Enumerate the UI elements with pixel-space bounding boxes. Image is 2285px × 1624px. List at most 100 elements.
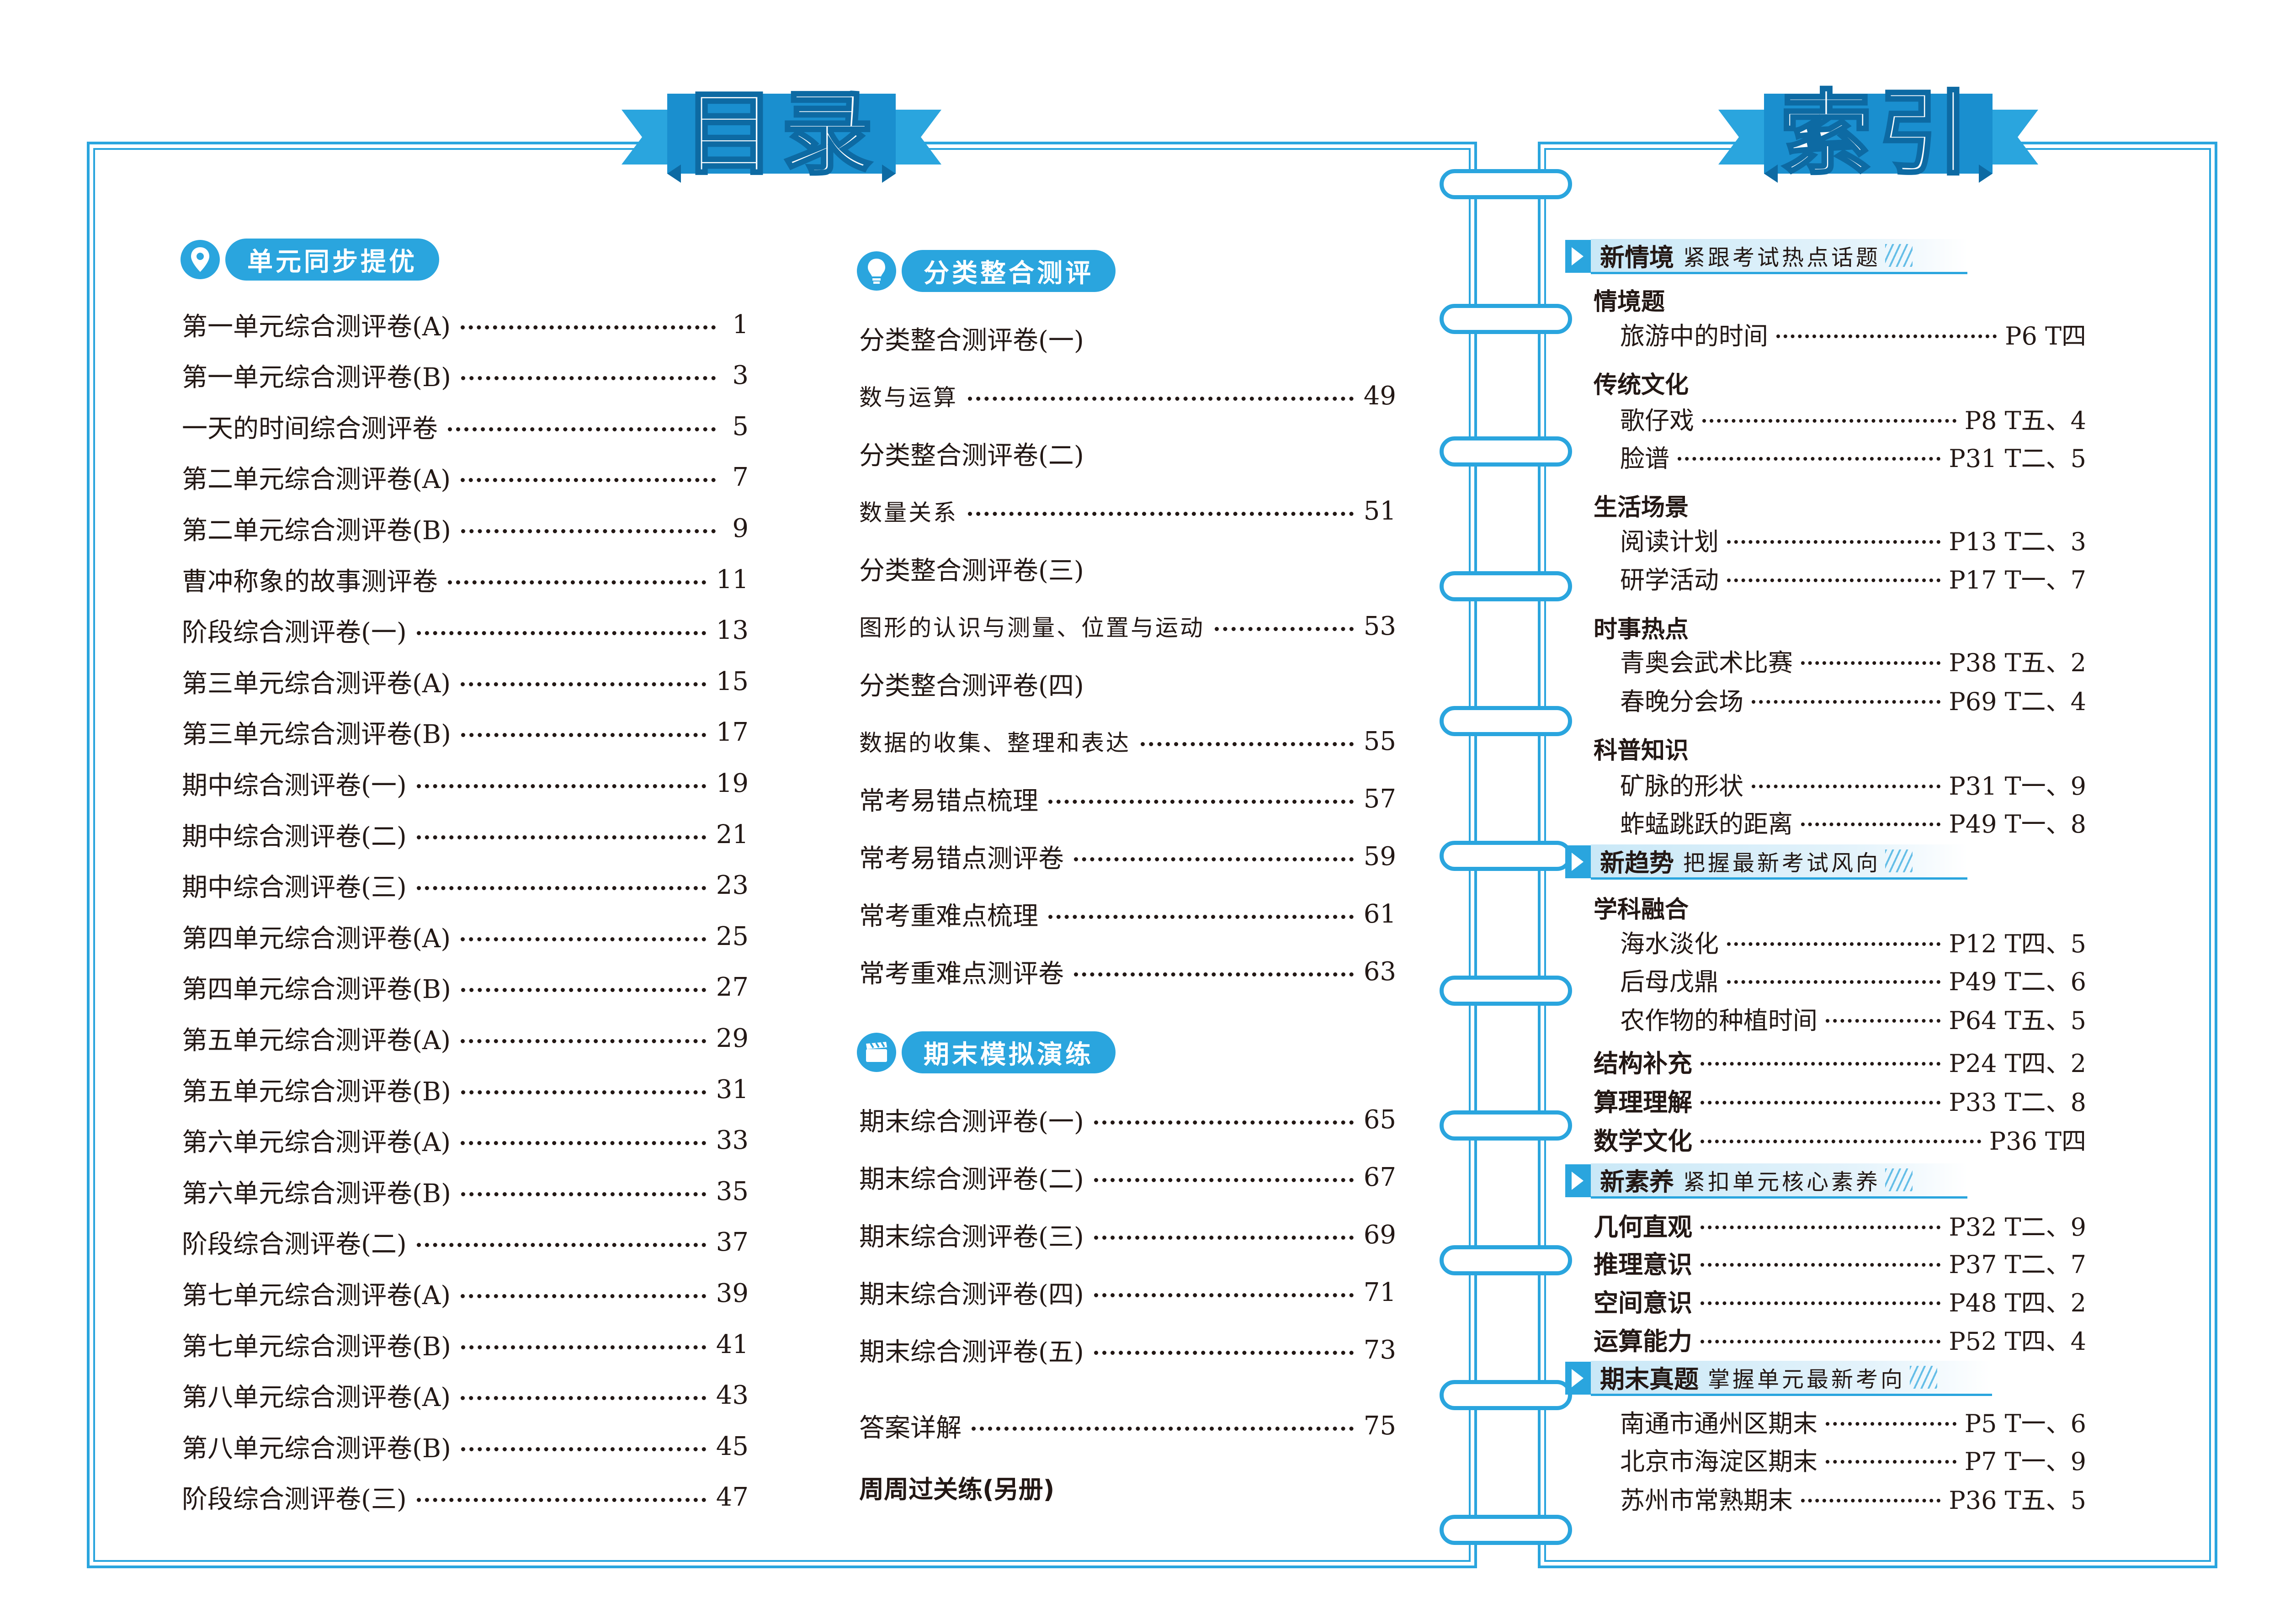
dot-leader [1094,1120,1354,1125]
toc-row-title: 第四单元综合测评卷(A) [182,923,451,954]
index-banner-title: 索引 [1779,80,1976,189]
dot-leader [1048,799,1354,804]
section-classify-label: 分类整合测评 [902,250,1116,292]
toc-row[interactable]: 期末综合测评卷(三)69 [859,1216,1396,1253]
toc-row[interactable]: 期末综合测评卷(四)71 [859,1274,1396,1311]
index-row-page: P36 T五、5 [1949,1486,2086,1515]
toc-row[interactable]: 阶段综合测评卷(三)47 [182,1479,749,1516]
toc-row[interactable]: 第八单元综合测评卷(A)43 [182,1377,749,1414]
toc-row[interactable]: 第七单元综合测评卷(B)41 [182,1326,749,1363]
toc-row[interactable]: 第二单元综合测评卷(A)7 [182,459,749,496]
binding-ring [1440,1380,1572,1410]
toc-row[interactable]: 期末综合测评卷(一)65 [859,1101,1396,1138]
index-row-page: P49 T一、8 [1949,809,2086,839]
toc-row[interactable]: 期中综合测评卷(三)23 [182,867,749,904]
toc-weekly[interactable]: 周周过关练(另册) [859,1475,1055,1504]
toc-row-title: 第二单元综合测评卷(B) [182,515,451,546]
toc-row[interactable]: 第五单元综合测评卷(A)29 [182,1020,749,1056]
index-band-subtitle: 紧扣单元核心素养 [1683,1169,1881,1195]
index-row-page: P24 T四、2 [1949,1049,2086,1078]
toc-row[interactable]: 第一单元综合测评卷(B)3 [182,357,749,394]
toc-row[interactable]: 期中综合测评卷(一)19 [182,765,749,801]
toc-row[interactable]: 第三单元综合测评卷(B)17 [182,714,749,751]
toc-group-heading[interactable]: 分类整合测评卷(二) [859,441,1084,471]
dot-leader [1700,1226,1941,1229]
dot-leader [1826,1460,1956,1464]
toc-row-title: 第七单元综合测评卷(A) [182,1280,451,1311]
toc-group-heading[interactable]: 分类整合测评卷(一) [859,326,1084,356]
index-row-title: 结构补充 [1594,1049,1692,1078]
toc-row[interactable]: 期末综合测评卷(二)67 [859,1159,1396,1195]
dot-leader [448,580,706,584]
toc-row[interactable]: 期末综合测评卷(五)73 [859,1332,1396,1368]
toc-row-page: 53 [1363,611,1396,641]
binding-ring [1440,1515,1572,1545]
dot-leader [461,1294,706,1298]
binding-ring [1440,841,1572,871]
dot-leader [1094,1350,1354,1355]
toc-row[interactable]: 第四单元综合测评卷(B)27 [182,969,749,1006]
toc-row[interactable]: 第二单元综合测评卷(B)9 [182,510,749,547]
toc-row[interactable]: 第六单元综合测评卷(B)35 [182,1173,749,1210]
index-row[interactable]: 结构补充 P24 T四、2 [1594,1043,2086,1079]
dot-leader [416,1243,706,1247]
toc-row-title: 第六单元综合测评卷(A) [182,1128,451,1158]
toc-row[interactable]: 阶段综合测评卷(二)37 [182,1224,749,1261]
toc-row[interactable]: 第四单元综合测评卷(A) 25 [182,918,749,955]
dot-leader [1700,1340,1941,1343]
toc-row[interactable]: 第五单元综合测评卷(B)31 [182,1071,749,1108]
toc-row[interactable]: 第八单元综合测评卷(B)45 [182,1428,749,1465]
toc-row-page: 25 [716,921,749,951]
toc-row[interactable]: 期中综合测评卷(二)21 [182,816,749,853]
dot-leader [461,1345,706,1349]
toc-row-answers[interactable]: 答案详解 75 [859,1407,1396,1444]
toc-row[interactable]: 第六单元综合测评卷(A)33 [182,1122,749,1159]
toc-group-heading[interactable]: 分类整合测评卷(三) [859,556,1084,586]
hatch-decoration [1885,244,1913,267]
toc-row[interactable]: 第一单元综合测评卷(A)1 [182,306,749,343]
toc-row[interactable]: 第七单元综合测评卷(A)39 [182,1275,749,1311]
index-row-page: P69 T二、4 [1949,687,2086,716]
toc-row[interactable]: 阶段综合测评卷(一)13 [182,612,749,649]
index-category: 科普知识 [1594,737,1689,764]
toc-group-heading[interactable]: 分类整合测评卷(四) [859,671,1084,701]
toc-row[interactable]: 第三单元综合测评卷(A)15 [182,663,749,700]
toc-row-page: 73 [1363,1335,1396,1365]
dot-leader [1826,1019,1941,1023]
toc-row-title: 一天的时间综合测评卷 [182,414,438,444]
index-category: 情境题 [1594,288,1665,316]
dot-leader [1801,661,1941,665]
